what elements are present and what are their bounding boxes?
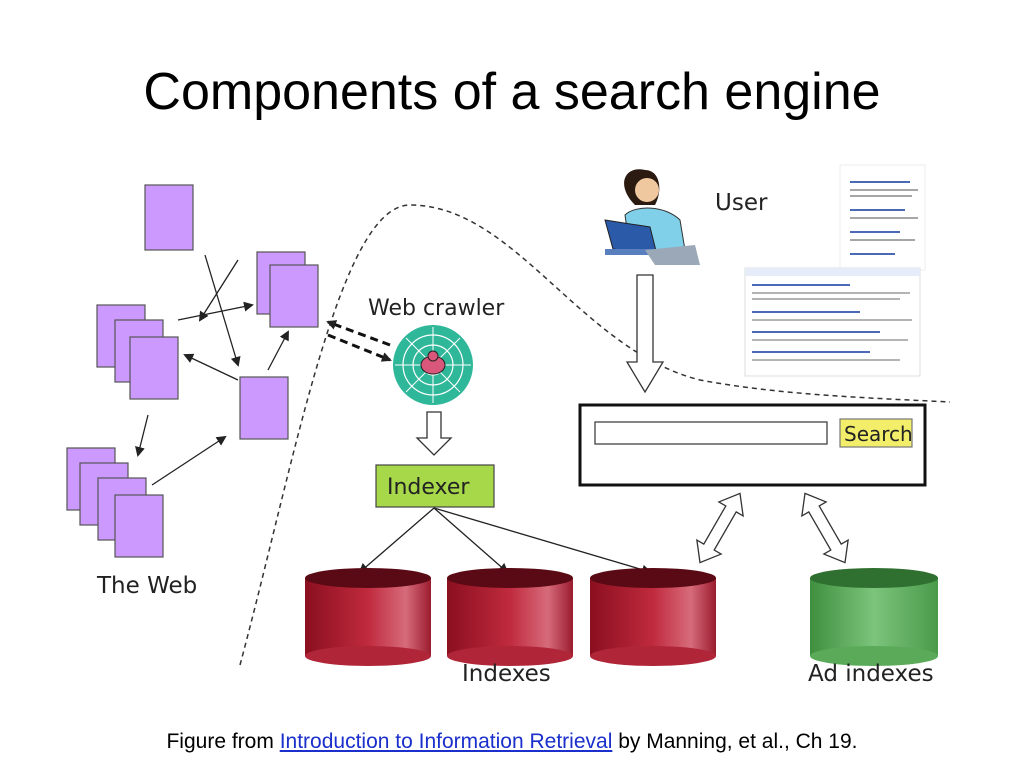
ad-indexes-label: Ad indexes [808, 661, 934, 687]
caption-prefix: Figure from [166, 730, 280, 753]
index-cylinder [590, 568, 716, 666]
results-page-thumbnail [744, 267, 921, 377]
indexer-to-indexes-arrows [358, 507, 652, 575]
indexer-box [375, 464, 495, 508]
indexer-label: Indexer [387, 475, 470, 500]
results-page-thumbnail [839, 164, 926, 271]
spider-web-icon [393, 325, 473, 405]
slide-title: Components of a search engine [143, 63, 881, 121]
indexes-label: Indexes [462, 661, 551, 687]
index-cylinder [305, 568, 431, 666]
search-button-label: Search [844, 422, 913, 446]
person-at-laptop-icon [604, 169, 700, 265]
search-adindex-double-arrow [801, 492, 849, 564]
figure-caption: Figure from Introduction to Information … [0, 730, 1024, 754]
caption-book-link[interactable]: Introduction to Information Retrieval [279, 730, 613, 753]
ad-index-cylinder [810, 568, 938, 666]
crawler-link-arrows [326, 320, 392, 362]
user-label: User [715, 190, 768, 216]
crawler-label: Web crawler [368, 296, 505, 321]
web-link-arrows [135, 254, 289, 486]
search-index-double-arrow [696, 492, 744, 564]
search-engine-diagram: The Web Web crawler Indexer [66, 164, 951, 687]
web-boundary-curve [239, 204, 951, 666]
user-to-search-arrow [625, 274, 665, 394]
caption-suffix: by Manning, et al., Ch 19. [612, 730, 858, 753]
crawler-to-indexer-arrow [415, 411, 453, 456]
index-cylinder [447, 568, 573, 666]
search-input[interactable] [594, 421, 828, 445]
web-label: The Web [96, 573, 197, 599]
web-pages [66, 184, 319, 558]
search-button[interactable]: Search [839, 418, 913, 448]
